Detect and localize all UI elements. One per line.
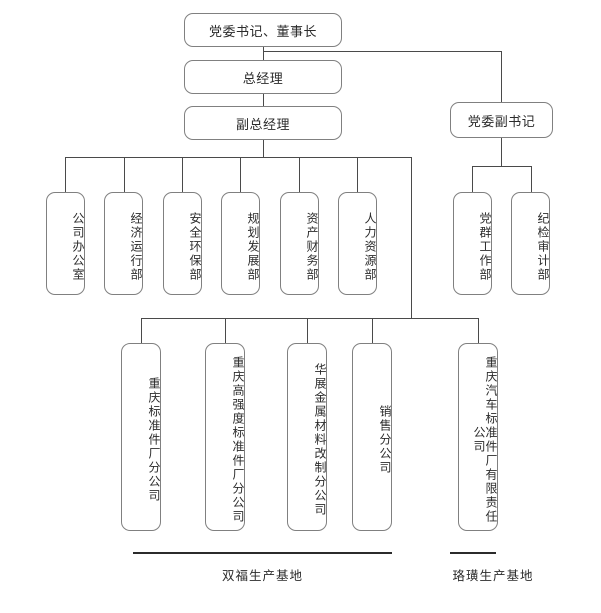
baseline-luohuang [450, 552, 496, 554]
baseline-shuangfu [133, 552, 392, 554]
node-label: 公司办公室 [71, 211, 85, 282]
node-department-6[interactable]: 人力资源部 [338, 192, 377, 295]
node-label: 销售分公司 [378, 405, 392, 475]
connector-drop-dept-4 [240, 157, 241, 192]
connector-drop-dept-1 [65, 157, 66, 192]
node-label: 安全环保部 [188, 211, 202, 282]
node-general-manager[interactable]: 总经理 [184, 60, 342, 94]
connector-chairman-to-gm [263, 47, 264, 60]
node-label: 规划发展部 [246, 211, 260, 282]
connector-drop-subsidiary-4 [372, 318, 373, 343]
connector-gm-to-dgm [263, 94, 264, 106]
node-label: 党委副书记 [467, 114, 536, 130]
node-label: 经济运行部 [129, 211, 143, 282]
connector-party-deputy-to-bus [501, 138, 502, 166]
node-label: 资产财务部 [305, 211, 319, 282]
node-label: 副总经理 [235, 117, 290, 133]
node-label: 重庆高强度标准件厂分公司 [231, 356, 245, 524]
connector-drop-party-dept-1 [472, 166, 473, 192]
connector-drop-subsidiary-5 [478, 318, 479, 343]
connector-drop-dept-6 [357, 157, 358, 192]
connector-dgm-to-dept-bus [263, 140, 264, 157]
connector-drop-dept-2 [124, 157, 125, 192]
node-label: 人力资源部 [363, 211, 377, 282]
connector-party-bus [472, 166, 531, 167]
node-label: 党委书记、董事长 [208, 24, 317, 40]
node-department-2[interactable]: 经济运行部 [104, 192, 143, 295]
node-label: 重庆汽车标准件厂有限责任公司 [472, 356, 498, 524]
node-department-3[interactable]: 安全环保部 [163, 192, 202, 295]
node-label: 纪检审计部 [536, 211, 550, 282]
node-subsidiary-2[interactable]: 重庆高强度标准件厂分公司 [205, 343, 245, 531]
caption-production-base-2: 珞璜生产基地 [452, 568, 534, 583]
node-department-1[interactable]: 公司办公室 [46, 192, 85, 295]
connector-department-bus [65, 157, 411, 158]
connector-drop-party-dept-2 [531, 166, 532, 192]
connector-drop-dept-5 [299, 157, 300, 192]
connector-drop-dept-3 [182, 157, 183, 192]
connector-chairman-to-party-bus [263, 51, 502, 52]
connector-subsidiary-bus [141, 318, 478, 319]
connector-drop-subsidiary-2 [225, 318, 226, 343]
node-department-5[interactable]: 资产财务部 [280, 192, 319, 295]
node-party-department-1[interactable]: 党群工作部 [453, 192, 492, 295]
node-party-deputy-secretary[interactable]: 党委副书记 [450, 102, 553, 138]
connector-dept-bus-to-subsidiary-bus [411, 157, 412, 318]
node-label: 华展金属材料改制分公司 [313, 363, 327, 517]
node-subsidiary-1[interactable]: 重庆标准件厂分公司 [121, 343, 161, 531]
node-subsidiary-4[interactable]: 销售分公司 [352, 343, 392, 531]
node-subsidiary-5[interactable]: 重庆汽车标准件厂有限责任公司 [458, 343, 498, 531]
node-label: 党群工作部 [478, 211, 492, 282]
node-label: 总经理 [242, 71, 284, 87]
node-deputy-general-manager[interactable]: 副总经理 [184, 106, 342, 140]
connector-drop-subsidiary-1 [141, 318, 142, 343]
node-label: 重庆标准件厂分公司 [147, 377, 161, 503]
node-subsidiary-3[interactable]: 华展金属材料改制分公司 [287, 343, 327, 531]
connector-chairman-to-party-drop [501, 51, 502, 102]
node-party-secretary-chairman[interactable]: 党委书记、董事长 [184, 13, 342, 47]
connector-drop-subsidiary-3 [307, 318, 308, 343]
node-party-department-2[interactable]: 纪检审计部 [511, 192, 550, 295]
caption-production-base-1: 双福生产基地 [221, 568, 303, 583]
node-department-4[interactable]: 规划发展部 [221, 192, 260, 295]
